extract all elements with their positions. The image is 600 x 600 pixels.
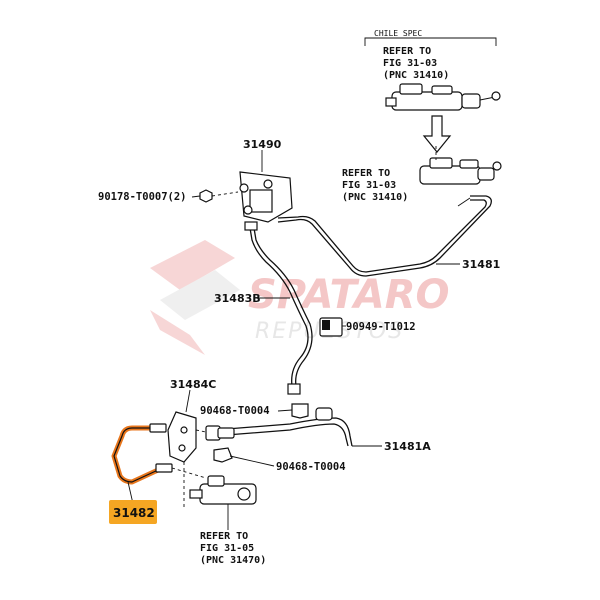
pipe-31481A [213,417,353,447]
ref1-line2: FIG 31-03 [383,58,437,69]
pipe-31481 [277,195,492,277]
clip-90468-upper [277,403,309,419]
label-31490: 31490 [243,138,282,151]
release-cylinder [171,467,257,530]
ref3-line2: FIG 31-05 [200,543,254,554]
chile-spec-bracket: CHILE SPEC [364,29,497,46]
ref2-line1: REFER TO [342,168,390,179]
label-31481A: 31481A [384,440,431,453]
watermark: SPATARO REPUESTOS [150,240,450,355]
reference-3: REFER TO FIG 31-05 (PNC 31470) [200,531,266,566]
label-31481: 31481 [462,258,500,271]
clip-90468-lower [213,447,275,467]
label-90178: 90178-T0007(2) [98,191,187,203]
pipe-31481-inner [277,199,487,273]
reference-1: REFER TO FIG 31-03 (PNC 31410) [383,46,449,81]
bracket-31484C [167,389,207,510]
label-31482: 31482 [113,506,155,520]
label-90468-upper: 90468-T0004 [200,405,270,417]
bolt-90178 [191,189,239,203]
master-cylinder-middle [419,146,502,185]
pipe-31482-highlight [111,423,173,509]
reference-2: REFER TO FIG 31-03 (PNC 31410) [342,168,408,203]
chile-spec-label: CHILE SPEC [374,29,422,38]
ref2-line3: (PNC 31410) [342,192,408,203]
bracket-31490 [239,150,293,223]
ref1-line1: REFER TO [383,46,431,57]
label-31483B: 31483B [214,292,261,305]
label-90468-lower: 90468-T0004 [276,461,346,473]
ref2-line2: FIG 31-03 [342,180,396,191]
pipe-31481A-inner [213,423,349,447]
master-cylinder-top [385,83,501,111]
watermark-brand: SPATARO [248,272,450,318]
pipe-31483B-inner [253,227,313,387]
clip-90949 [319,317,346,337]
ref3-line1: REFER TO [200,531,248,542]
ref1-line3: (PNC 31410) [383,70,449,81]
label-90949: 90949-T1012 [346,321,416,333]
ref3-line3: (PNC 31470) [200,555,266,566]
arrow-down-icon [422,115,452,153]
pipe-31483B [249,227,309,387]
label-31482-highlight: 31482 [109,500,157,524]
label-31484C: 31484C [170,378,216,391]
